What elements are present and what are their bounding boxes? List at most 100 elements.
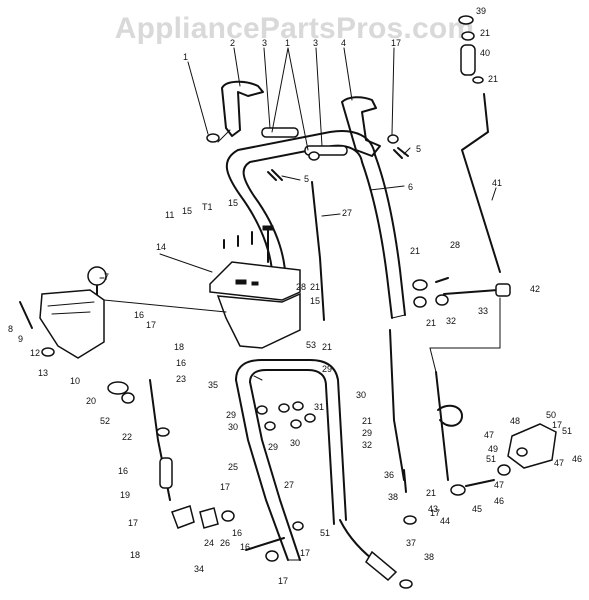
nut-12	[41, 347, 55, 357]
spring-45b	[465, 479, 495, 487]
panel-screws	[223, 231, 253, 249]
callout-18a: 18	[174, 342, 184, 352]
washer-17	[265, 550, 279, 562]
callout-43: 43	[428, 504, 438, 514]
callout-34: 34	[194, 564, 204, 574]
nut-16	[156, 427, 170, 437]
washer-1b	[387, 134, 399, 144]
callout-21h: 21	[426, 488, 436, 498]
callout-17h: 17	[430, 508, 440, 518]
callout-18b: 18	[130, 550, 140, 560]
nut-51	[516, 447, 528, 457]
washer-1	[206, 133, 220, 143]
callout-29b: 29	[362, 428, 372, 438]
screw-5a	[267, 169, 283, 181]
callout-17d: 17	[220, 482, 230, 492]
callout-48: 48	[510, 416, 520, 426]
callout-T1: T1	[202, 202, 213, 212]
callout-17g: 17	[552, 420, 562, 430]
callout-46a: 46	[494, 496, 504, 506]
bolt-8	[19, 301, 33, 329]
callout-51: 51	[320, 528, 330, 538]
washer-3	[308, 151, 320, 161]
washer-21b	[472, 76, 484, 84]
callout-15b: 15	[228, 198, 238, 208]
callout-17e: 17	[278, 576, 288, 586]
callout-33: 33	[478, 306, 488, 316]
washer-21d	[413, 296, 427, 308]
callout-1: 1	[183, 52, 188, 62]
cable-rod	[389, 329, 405, 481]
callout-5b: 5	[416, 144, 421, 154]
washer-21e	[450, 484, 466, 496]
callout-39: 39	[476, 6, 486, 16]
callout-47c: 47	[554, 458, 564, 468]
nut-32	[435, 294, 449, 306]
bolt-34	[245, 537, 285, 551]
callout-16e: 16	[240, 542, 250, 552]
callout-7: 7	[104, 272, 109, 282]
callout-45: 45	[472, 504, 482, 514]
callout-31: 31	[314, 402, 324, 412]
spring-20	[107, 381, 129, 395]
callout-21d: 21	[322, 342, 332, 352]
callout-1c: 17	[391, 38, 401, 48]
callout-41: 41	[492, 178, 502, 188]
callout-10: 10	[70, 376, 80, 386]
callout-42: 42	[530, 284, 540, 294]
callout-38a: 38	[388, 492, 398, 502]
callout-29a: 29	[322, 364, 332, 374]
cap-39	[458, 15, 474, 25]
left-grip	[217, 80, 264, 143]
callout-37: 37	[406, 538, 416, 548]
spring-45	[437, 404, 463, 427]
nut-38b	[399, 579, 413, 589]
cable-spring-37	[365, 550, 398, 582]
nut-38a	[403, 515, 417, 525]
callout-26: 26	[220, 538, 230, 548]
callout-17c: 17	[128, 518, 138, 528]
callout-3b: 3	[313, 38, 318, 48]
callout-17b: 17	[146, 320, 156, 330]
callout-21f: 21	[426, 318, 436, 328]
callout-2: 2	[230, 38, 235, 48]
callout-15a: 15	[182, 206, 192, 216]
callout-9: 9	[18, 334, 23, 344]
callout-3: 3	[262, 38, 267, 48]
callout-21c: 21	[310, 282, 320, 292]
grip-40	[460, 44, 476, 76]
callout-28a: 28	[296, 282, 306, 292]
callout-30b: 30	[228, 422, 238, 432]
clip-18	[171, 505, 195, 529]
lower-handle	[235, 359, 347, 561]
spacer-3	[261, 127, 299, 138]
callout-8: 8	[8, 324, 13, 334]
callout-13: 13	[38, 368, 48, 378]
callout-23: 23	[176, 374, 186, 384]
callout-6: 6	[408, 182, 413, 192]
callout-51c: 51	[562, 426, 572, 436]
washer-21a	[461, 31, 475, 41]
callout-21a: 21	[480, 28, 490, 38]
callout-36: 36	[384, 470, 394, 480]
callout-14: 14	[156, 242, 166, 252]
screw-5b	[393, 147, 409, 159]
cable-spring-36	[403, 469, 407, 493]
nut-22	[121, 392, 135, 404]
callout-49: 49	[488, 444, 498, 454]
callout-47b: 47	[484, 430, 494, 440]
control-panel	[209, 261, 301, 349]
link-33	[443, 289, 499, 295]
callout-1-mid: 1	[285, 38, 290, 48]
coupler-19	[159, 457, 173, 489]
callout-11: 11	[165, 210, 174, 220]
callout-24: 24	[204, 538, 214, 548]
callout-44: 44	[440, 516, 450, 526]
callout-29d: 29	[268, 442, 278, 452]
callout-51b: 51	[486, 454, 496, 464]
callout-52: 52	[100, 416, 110, 426]
callout-35: 35	[208, 380, 218, 390]
callout-27b: 27	[284, 480, 294, 490]
callout-46b: 46	[572, 454, 582, 464]
